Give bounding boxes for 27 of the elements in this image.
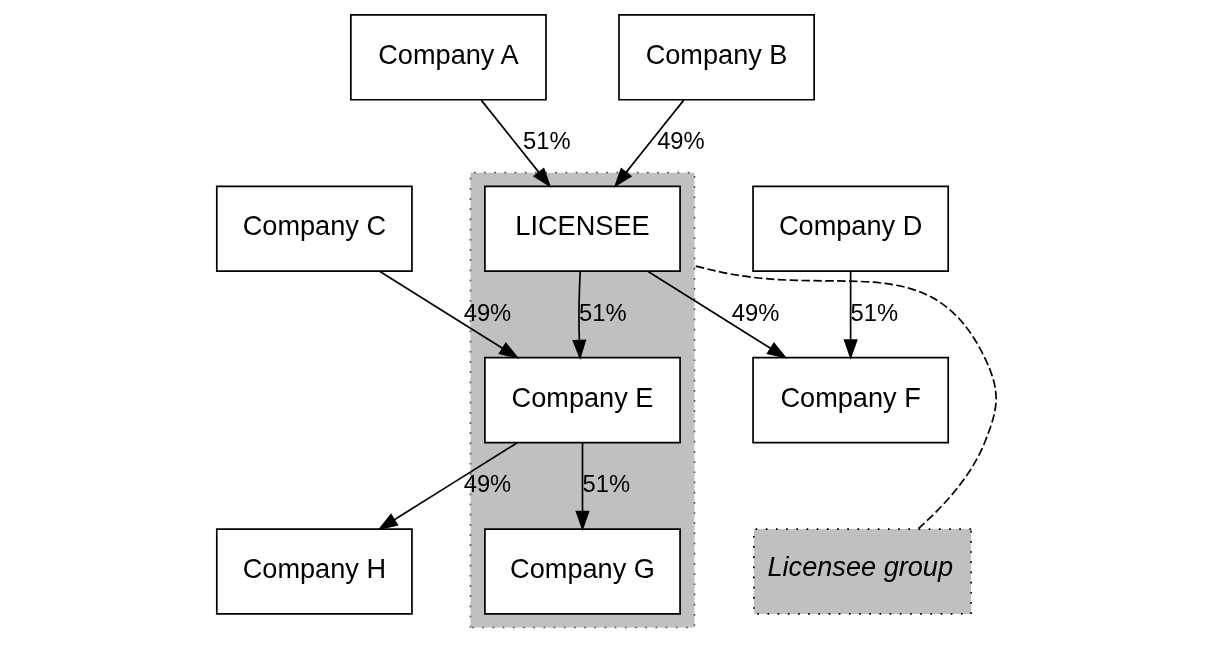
edge-label: 51% xyxy=(582,470,631,498)
node-box: Licensee group xyxy=(753,528,972,615)
edge-label: 49% xyxy=(731,298,780,326)
edge-label: 49% xyxy=(463,470,512,498)
edge-label: 49% xyxy=(657,127,705,155)
node-box: Company C xyxy=(215,185,413,272)
arrow xyxy=(575,442,590,532)
node-box: Company F xyxy=(752,356,950,444)
edge-label: 51% xyxy=(579,298,627,326)
node-box: Company H xyxy=(215,528,413,615)
node-box: Company E xyxy=(484,356,681,444)
arrow xyxy=(377,442,518,531)
arrow xyxy=(572,271,587,361)
arrow xyxy=(647,270,788,359)
node-box: Company B xyxy=(618,14,815,101)
arrow xyxy=(613,99,685,188)
edge-label: 51% xyxy=(523,127,571,155)
arrow xyxy=(379,270,520,359)
arrow xyxy=(843,270,858,360)
edge-label: 51% xyxy=(850,298,899,326)
edge-label: 49% xyxy=(463,298,512,326)
node-box: Company G xyxy=(484,528,681,615)
node-box: LICENSEE xyxy=(484,185,681,272)
node-box: Company A xyxy=(350,14,547,101)
arrow xyxy=(480,99,552,188)
node-box: Company D xyxy=(752,185,950,272)
connector xyxy=(693,264,997,530)
